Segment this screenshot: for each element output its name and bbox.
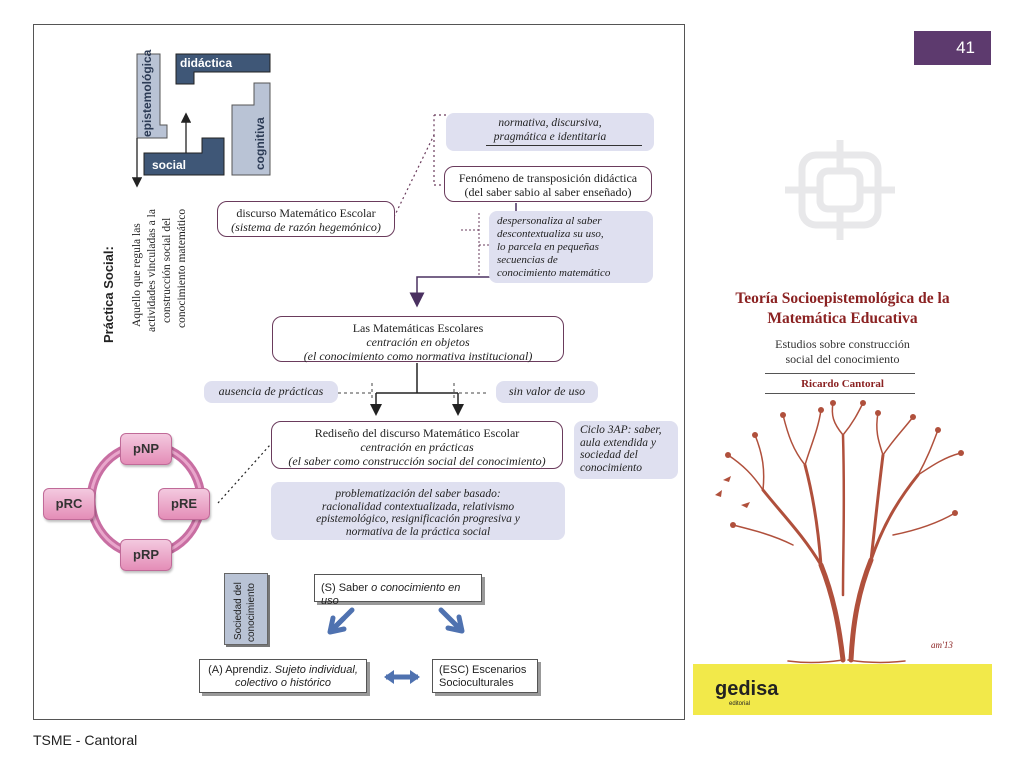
book-title-line-2: Matemática Educativa [767,310,918,327]
problematizacion-line-2: racionalidad contextualizada, relativism… [321,500,515,513]
publisher-subtitle: editorial [729,701,751,707]
saber-box: (S) Saber o conocimiento en uso [314,574,482,607]
rediseno-line-1: Rediseño del discurso Matemático Escolar [314,426,520,440]
node-pnp: pNP [120,433,172,465]
book-title: Teoría Socioepistemológica de la Matemát… [693,289,992,329]
despersonaliza-line-5: conocimiento matemático [497,267,611,279]
ciclo-box: Ciclo 3AP: saber, aula extendida y socie… [574,421,678,479]
ciclo-line-3: sociedad del [580,449,638,461]
artist-signature: am'13 [931,640,953,650]
sociedad-line-2: conocimiento [246,583,257,642]
practica-social-line-2: actividades vinculadas a la [146,209,158,332]
fenomeno-box: Fenómeno de transposición didáctica (del… [444,166,652,202]
publisher-name: gedisa [715,678,779,700]
footer-text: TSME - Cantoral [33,732,138,748]
despersonaliza-line-2: descontextualiza su uso, [497,228,604,240]
book-subtitle-line-2: social del conocimiento [785,352,900,366]
sin-valor-label: sin valor de uso [496,381,598,403]
book-rule-top [765,373,915,374]
rediseno-box: Rediseño del discurso Matemático Escolar… [271,421,563,469]
despersonaliza-line-4: secuencias de [497,254,558,266]
node-prp: pRP [120,539,172,571]
escenarios-box: (ESC) Escenarios Socioculturales [432,659,538,693]
problematizacion-line-1: problematización del saber basado: [335,488,501,500]
quadrant-label-epistemologica: epistemológica [140,49,154,137]
despersonaliza-box: despersonaliza al saber descontextualiza… [489,211,653,283]
matematicas-escolares-box: Las Matemáticas Escolares centración en … [272,316,564,363]
discurso-box: discurso Matemático Escolar (sistema de … [217,201,395,237]
node-prc: pRC [43,488,95,520]
quadrant-label-cognitiva: cognitiva [253,117,267,170]
aprendiz-italic-2: colectivo o histórico [235,677,331,689]
normativa-line-1: normativa, discursiva, [498,117,602,129]
page-number: 41 [914,31,991,65]
quadrant-label-didactica: didáctica [180,56,233,70]
problematizacion-box: problematización del saber basado: racio… [271,482,565,540]
rediseno-line-3: (el saber como construcción social del c… [288,454,546,468]
sociedad-line-1: Sociedad del [233,582,244,640]
practica-social-line-1: Aquello que regula las [131,223,143,327]
quadrant-shapes [131,53,271,188]
normativa-line-2: pragmática e identitaria [493,130,607,143]
aprendiz-prefix: (A) Aprendiz. [208,664,275,676]
aprendiz-italic-1: Sujeto individual, [274,664,358,676]
book-rule-bottom [765,393,915,394]
diagram-frame: didáctica epistemológica social cognitiv… [33,24,685,720]
problematizacion-line-3: epistemológico, resignificación progresi… [316,513,520,525]
escenarios-line-1: (ESC) Escenarios [439,664,527,676]
practica-social-title: Práctica Social: [101,246,116,343]
sociedad-box: Sociedad del conocimiento [224,573,268,645]
normativa-box: normativa, discursiva, pragmática e iden… [446,113,654,151]
discurso-line-2: (sistema de razón hegemónico) [231,220,381,234]
tree-illustration [715,400,964,664]
saber-italic: o conocimiento en uso [321,582,461,607]
ciclo-line-2: aula extendida y [580,436,657,449]
fenomeno-line-1: Fenómeno de transposición didáctica [458,171,638,185]
book-subtitle-line-1: Estudios sobre construcción [775,337,910,351]
ciclo-line-4: conocimiento [580,461,642,474]
aprendiz-box: (A) Aprendiz. Sujeto individual, colecti… [199,659,367,693]
fenomeno-line-2: (del saber sabio al saber enseñado) [464,185,632,199]
rediseno-line-2: centración en prácticas [360,440,474,454]
triangle-arrows [327,607,465,684]
matematicas-escolares-line-1: Las Matemáticas Escolares [352,321,484,335]
book-title-line-1: Teoría Socioepistemológica de la [735,290,950,307]
book-author: Ricardo Cantoral [801,378,884,390]
quadrant-label-social: social [152,158,187,172]
book-subtitle: Estudios sobre construcción social del c… [693,337,992,367]
practica-social-line-4: conocimiento matemático [176,208,188,328]
problematizacion-line-4: normativa de la práctica social [345,525,491,538]
ausencia-label: ausencia de prácticas [204,381,338,403]
matematicas-escolares-line-3: (el conocimiento como normativa instituc… [303,349,533,363]
institution-logo [785,140,895,240]
ciclo-line-1: Ciclo 3AP: saber, [580,424,662,436]
saber-prefix: (S) Saber [321,582,372,594]
book-cover: Teoría Socioepistemológica de la Matemát… [693,283,992,715]
despersonaliza-line-1: despersonaliza al saber [497,215,602,227]
despersonaliza-line-3: lo parcela en pequeñas [497,241,599,253]
discurso-line-1: discurso Matemático Escolar [236,206,376,220]
node-pre: pRE [158,488,210,520]
matematicas-escolares-line-2: centración en objetos [366,335,470,349]
publisher-bar: gedisa editorial [693,664,992,715]
practica-social-line-3: construcción social del [161,217,173,323]
escenarios-line-2: Socioculturales [439,677,514,689]
